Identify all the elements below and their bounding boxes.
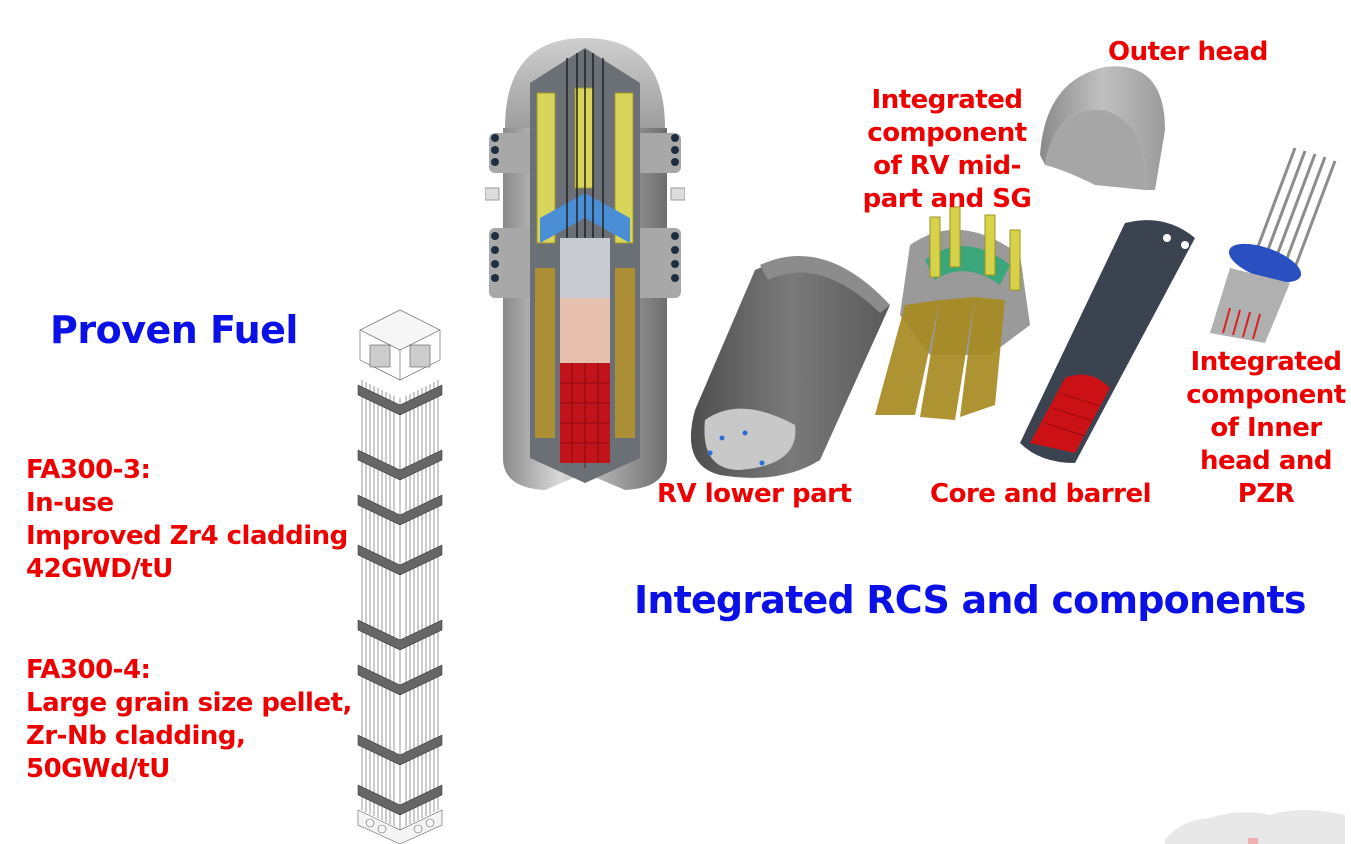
fa300-3-cladding: Improved Zr4 cladding bbox=[26, 521, 348, 551]
inner-head-pzr-label-line: PZR bbox=[1237, 479, 1295, 509]
inner-head-pzr-label-line: head and bbox=[1199, 446, 1333, 476]
world-map-watermark-icon bbox=[1165, 810, 1345, 844]
inner-head-pzr-label-line: of Inner bbox=[1210, 413, 1322, 443]
fa300-4-burnup: 50GWd/tU bbox=[26, 754, 170, 784]
outer-head-icon bbox=[1040, 66, 1165, 190]
fa300-4-pellet: Large grain size pellet, bbox=[26, 688, 352, 718]
core-barrel-label-line: Core and barrel bbox=[930, 479, 1152, 509]
fa300-4-name: FA300-4: bbox=[26, 655, 151, 685]
rv-lower-part-label: RV lower part bbox=[657, 478, 852, 511]
core-barrel-label: Core and barrel bbox=[930, 478, 1152, 511]
inner-head-pzr-label: Integrated component of Inner head and P… bbox=[1182, 346, 1350, 511]
fa300-3-burnup: 42GWD/tU bbox=[26, 554, 173, 584]
rv-mid-sg-label-line: of RV mid- bbox=[873, 151, 1021, 181]
outer-head-label: Outer head bbox=[1108, 36, 1268, 69]
fa300-3-description: FA300-3: In-use Improved Zr4 cladding 42… bbox=[26, 454, 348, 586]
reactor-vessel-cutaway-icon bbox=[485, 38, 685, 490]
fa300-4-cladding: Zr-Nb cladding, bbox=[26, 721, 246, 751]
fa300-4-description: FA300-4: Large grain size pellet, Zr-Nb … bbox=[26, 654, 352, 786]
rv-lower-part-icon bbox=[690, 256, 890, 478]
core-barrel-icon bbox=[1020, 220, 1195, 463]
rv-mid-sg-label-line: part and SG bbox=[862, 184, 1032, 214]
rv-lower-part-label-line: RV lower part bbox=[657, 479, 852, 509]
inner-head-pzr-icon bbox=[1210, 147, 1337, 343]
integrated-rcs-title: Integrated RCS and components bbox=[634, 578, 1306, 622]
inner-head-pzr-label-line: Integrated bbox=[1190, 347, 1342, 377]
rv-mid-sg-label: Integrated component of RV mid- part and… bbox=[855, 84, 1039, 216]
proven-fuel-title: Proven Fuel bbox=[50, 308, 298, 352]
fa300-3-name: FA300-3: bbox=[26, 455, 151, 485]
fuel-assembly-icon bbox=[357, 309, 443, 844]
rv-mid-sg-label-line: component bbox=[867, 118, 1027, 148]
rv-mid-sg-label-line: Integrated bbox=[871, 85, 1023, 115]
outer-head-label-line: Outer head bbox=[1108, 37, 1268, 67]
fa300-3-status: In-use bbox=[26, 488, 114, 518]
rv-midpart-sg-icon bbox=[875, 206, 1030, 420]
inner-head-pzr-label-line: component bbox=[1186, 380, 1346, 410]
